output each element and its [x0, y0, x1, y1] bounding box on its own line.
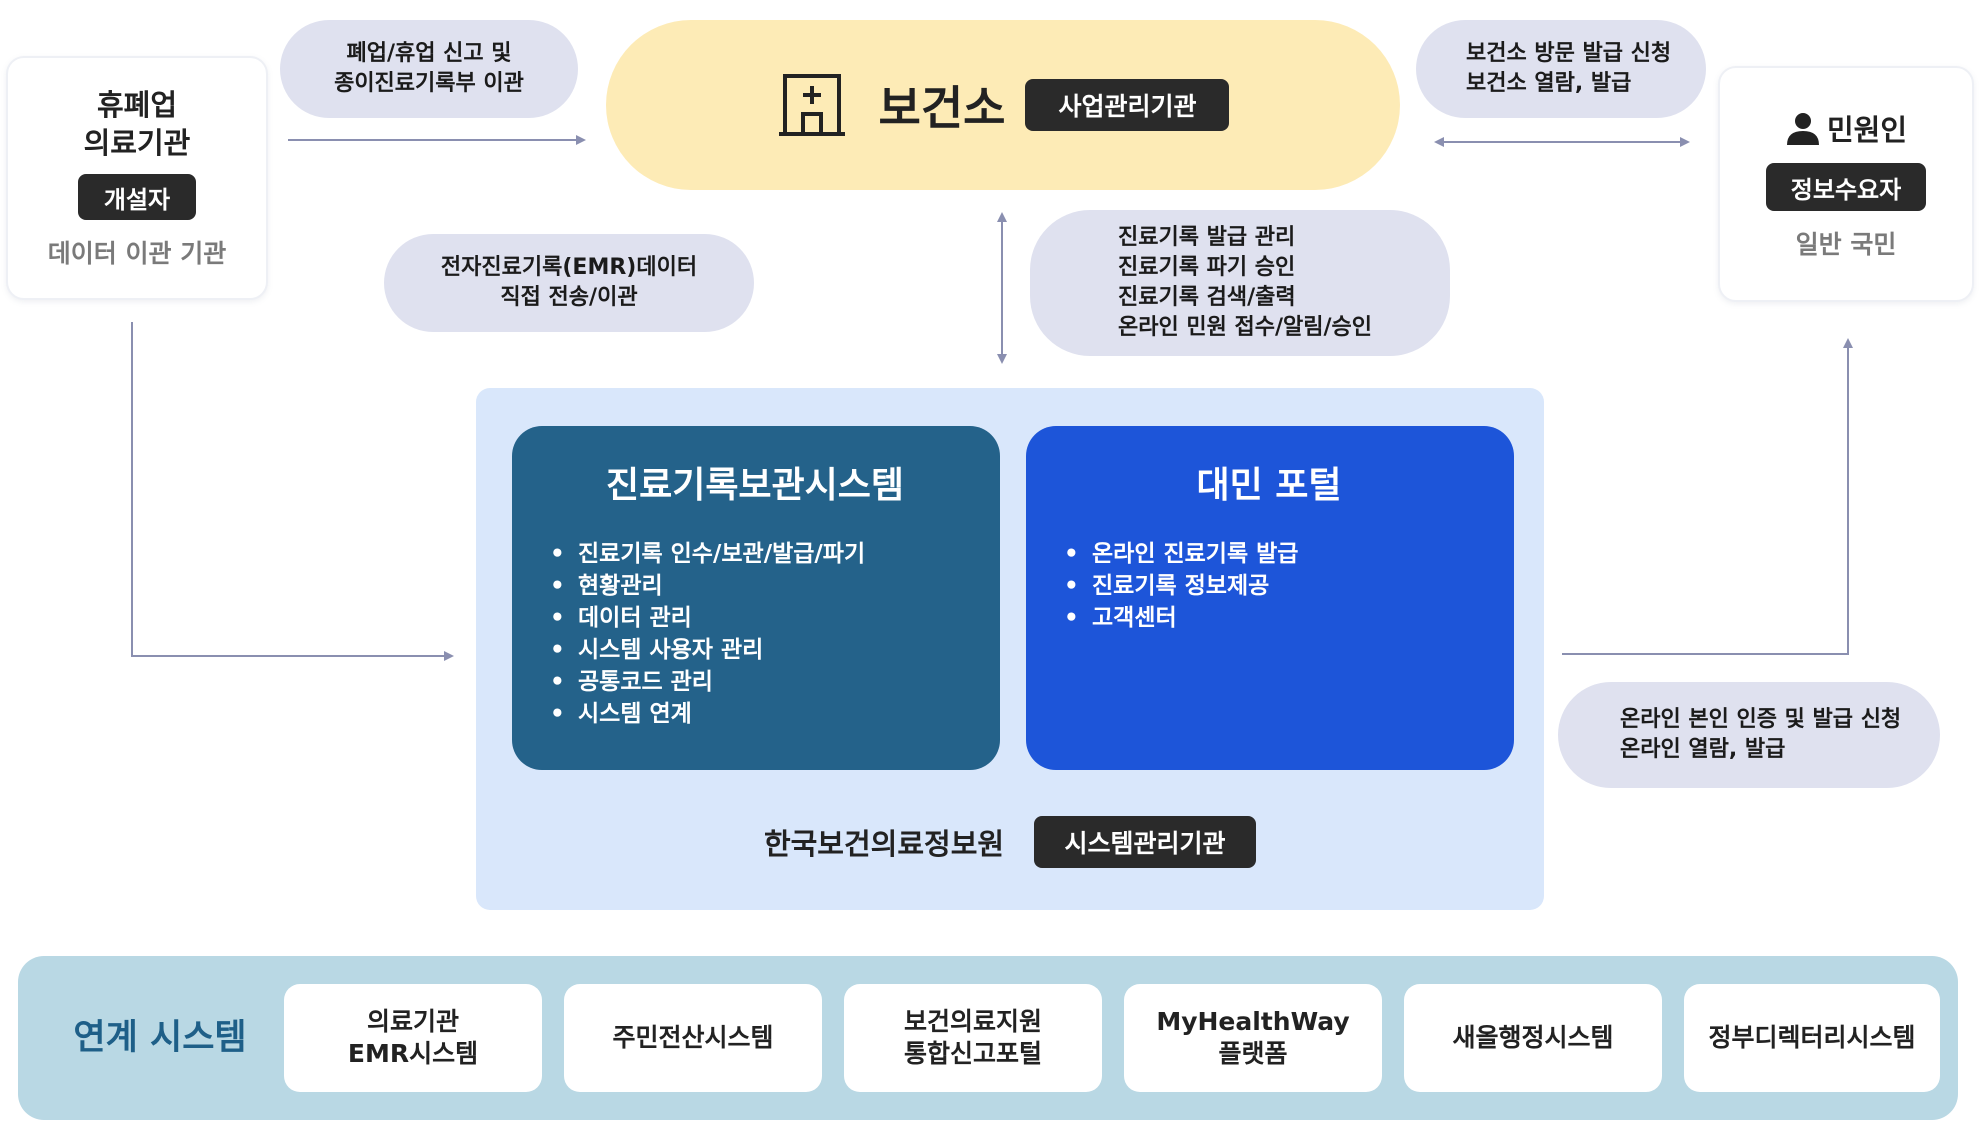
citizen-subtitle: 일반 국민 — [1795, 230, 1897, 259]
operator-tag: 시스템관리기관 — [1034, 816, 1257, 868]
founder-tag: 개설자 — [78, 174, 196, 220]
linked-system-saeol: 새올행정시스템 — [1404, 984, 1662, 1092]
operator-row: 한국보건의료정보원 시스템관리기관 — [476, 816, 1544, 868]
list-item: •시스템 연계 — [550, 701, 692, 727]
closed-clinic-card: 휴폐업 의료기관 개설자 데이터 이관 기관 — [6, 56, 268, 300]
linked-system-report-portal: 보건의료지원 통합신고포털 — [844, 984, 1102, 1092]
linked-systems-title: 연계 시스템 — [73, 1018, 247, 1058]
pill-online-issue: 온라인 본인 인증 및 발급 신청 온라인 열람, 발급 — [1558, 682, 1940, 788]
storage-feature-list: •진료기록 인수/보관/발급/파기 •현황관리 •데이터 관리 •시스템 사용자… — [550, 538, 1000, 730]
list-item: •고객센터 — [1064, 605, 1177, 631]
health-center-tag: 사업관리기관 — [1025, 79, 1230, 131]
closed-clinic-title: 휴폐업 의료기관 — [83, 88, 191, 160]
linked-system-gov-directory: 정부디렉터리시스템 — [1684, 984, 1940, 1092]
person-icon — [1785, 111, 1821, 145]
info-consumer-tag: 정보수요자 — [1766, 163, 1926, 211]
portal-feature-list: •온라인 진료기록 발급 •진료기록 정보제공 •고객센터 — [1064, 538, 1514, 634]
health-center-title: 보건소 — [878, 81, 1006, 135]
storage-system-title: 진료기록보관시스템 — [605, 465, 905, 506]
list-item: •데이터 관리 — [550, 605, 692, 631]
portal-box: 대민 포털 •온라인 진료기록 발급 •진료기록 정보제공 •고객센터 — [1026, 426, 1514, 770]
linked-system-myhealthway: MyHealthWay 플랫폼 — [1124, 984, 1382, 1092]
list-item: •공통코드 관리 — [550, 669, 713, 695]
linked-system-emr: 의료기관 EMR시스템 — [284, 984, 542, 1092]
hospital-building-icon — [777, 70, 847, 140]
citizen-card: 민원인 정보수요자 일반 국민 — [1718, 66, 1974, 302]
storage-system-box: 진료기록보관시스템 •진료기록 인수/보관/발급/파기 •현황관리 •데이터 관… — [512, 426, 1000, 770]
portal-title: 대민 포털 — [1196, 465, 1342, 506]
citizen-title-row: 민원인 — [1785, 107, 1907, 149]
list-item: •현황관리 — [550, 573, 663, 599]
pill-center-tasks: 진료기록 발급 관리 진료기록 파기 승인 진료기록 검색/출력 온라인 민원 … — [1030, 210, 1450, 356]
arrow-platform-to-citizen — [1562, 338, 1853, 655]
citizen-title: 민원인 — [1826, 113, 1908, 147]
operator-name: 한국보건의료정보원 — [763, 827, 1005, 861]
health-center-node: 보건소 사업관리기관 — [606, 20, 1400, 190]
list-item: •온라인 진료기록 발급 — [1064, 541, 1299, 567]
arrow-clinic-to-platform — [131, 322, 454, 661]
closed-clinic-subtitle: 데이터 이관 기관 — [47, 239, 227, 268]
pill-emr-transfer: 전자진료기록(EMR)데이터 직접 전송/이관 — [384, 234, 754, 332]
pill-paper-transfer: 폐업/휴업 신고 및 종이진료기록부 이관 — [280, 20, 578, 118]
list-item: •진료기록 정보제공 — [1064, 573, 1270, 599]
list-item: •시스템 사용자 관리 — [550, 637, 764, 663]
linked-system-resident: 주민전산시스템 — [564, 984, 822, 1092]
list-item: •진료기록 인수/보관/발급/파기 — [550, 541, 866, 567]
pill-visit-issue: 보건소 방문 발급 신청 보건소 열람, 발급 — [1416, 20, 1706, 118]
